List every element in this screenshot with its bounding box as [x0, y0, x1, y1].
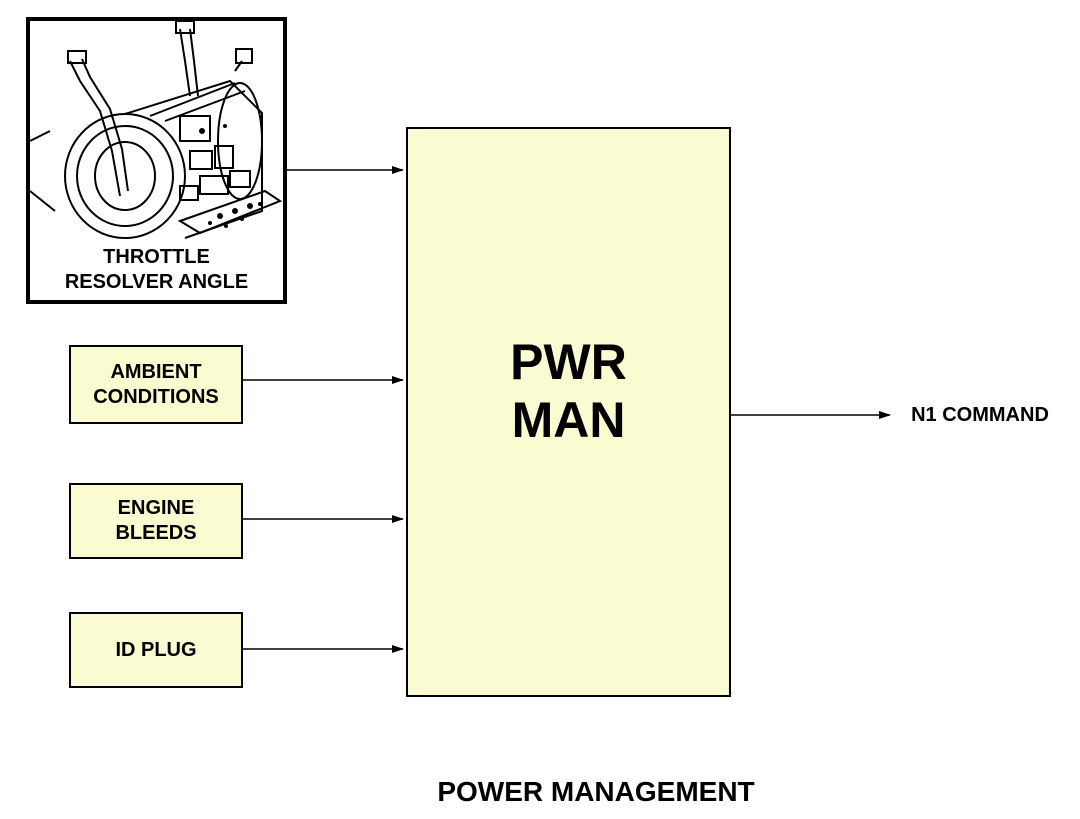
- pwr-man-label: PWR MAN: [510, 334, 627, 448]
- throttle-resolver-angle-label: THROTTLE RESOLVER ANGLE: [64, 246, 249, 293]
- engine-bleeds-label: ENGINE BLEEDS: [115, 497, 197, 544]
- ambient-conditions-box: AMBIENT CONDITIONS: [69, 345, 243, 424]
- throttle-resolver-box: THROTTLE RESOLVER ANGLE: [26, 17, 287, 304]
- n1-command-label: N1 COMMAND: [911, 404, 1049, 426]
- engine-bleeds-box: ENGINE BLEEDS: [69, 483, 243, 559]
- throttle-quadrant-illustration: [30, 21, 283, 239]
- diagram-caption: POWER MANAGEMENT: [437, 776, 755, 807]
- pwr-man-block: [406, 127, 731, 697]
- ambient-conditions-label: AMBIENT CONDITIONS: [93, 360, 219, 408]
- id-plug-label: ID PLUG: [115, 638, 197, 661]
- id-plug-box: ID PLUG: [69, 612, 243, 688]
